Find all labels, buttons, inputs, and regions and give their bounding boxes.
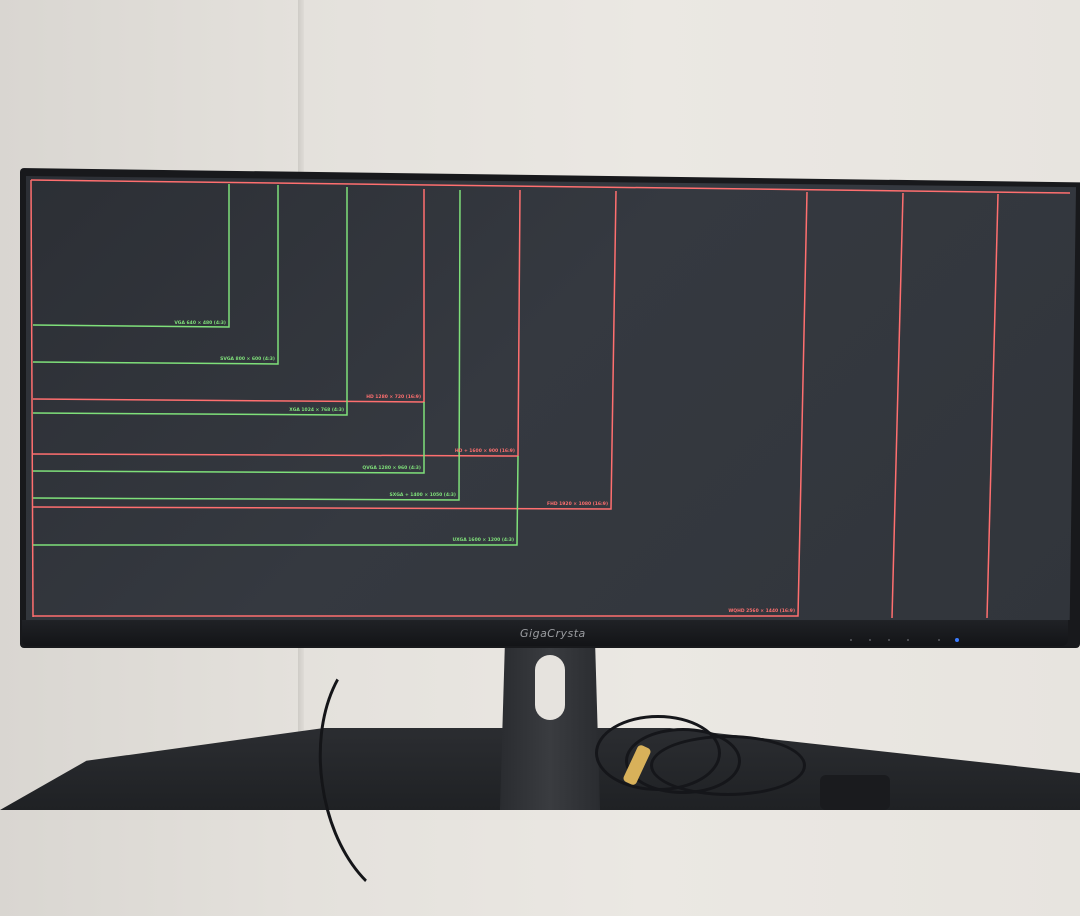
sxgaplus-box (32, 189, 461, 501)
fhd-label: FHD 1920 × 1080 (16:9) (547, 501, 608, 507)
outer-frame-left (30, 179, 34, 618)
monitor-bottom-bezel (22, 620, 1068, 646)
xga-box (32, 187, 348, 416)
svga-label: SVGA 800 × 600 (4:3) (220, 356, 275, 362)
fhd-box (32, 190, 617, 510)
control-button-5[interactable] (938, 639, 940, 641)
brand-logo: GigaCrysta (520, 627, 586, 640)
uxga-label: UXGA 1600 × 1200 (4:3) (452, 537, 514, 543)
outer-frame-top (30, 179, 1071, 194)
control-button-3[interactable] (888, 639, 890, 641)
wqhd-box (33, 191, 808, 617)
qvga-box (32, 402, 425, 474)
ultrawide-line-1 (891, 192, 904, 619)
vga-label: VGA 640 × 480 (4:3) (174, 320, 226, 326)
svga-box (32, 185, 279, 365)
stand-cable-hole (535, 655, 565, 720)
power-indicator-icon (955, 638, 959, 642)
ultrawide-line-2 (986, 193, 999, 619)
control-button-4[interactable] (907, 639, 909, 641)
hdplus-box (32, 189, 521, 457)
power-adapter (820, 775, 890, 810)
uxga-box (33, 455, 519, 546)
control-button-1[interactable] (850, 639, 852, 641)
vga-box (32, 184, 230, 328)
cable-bundle-3 (650, 735, 806, 796)
wqhd-label: WQHD 2560 × 1440 (16:9) (728, 608, 795, 614)
resolution-overlay: VGA 640 × 480 (4:3) SVGA 800 × 600 (4:3)… (30, 179, 1071, 619)
sxgaplus-label: SXGA + 1400 × 1050 (4:3) (390, 492, 457, 498)
control-button-2[interactable] (869, 639, 871, 641)
qvga-label: QVGA 1280 × 960 (4:3) (362, 465, 421, 471)
xga-label: XGA 1024 × 768 (4:3) (289, 407, 344, 413)
hd720-label: HD 1280 × 720 (16:9) (366, 394, 421, 400)
hdplus-label: HD + 1600 × 900 (16:9) (455, 448, 515, 454)
